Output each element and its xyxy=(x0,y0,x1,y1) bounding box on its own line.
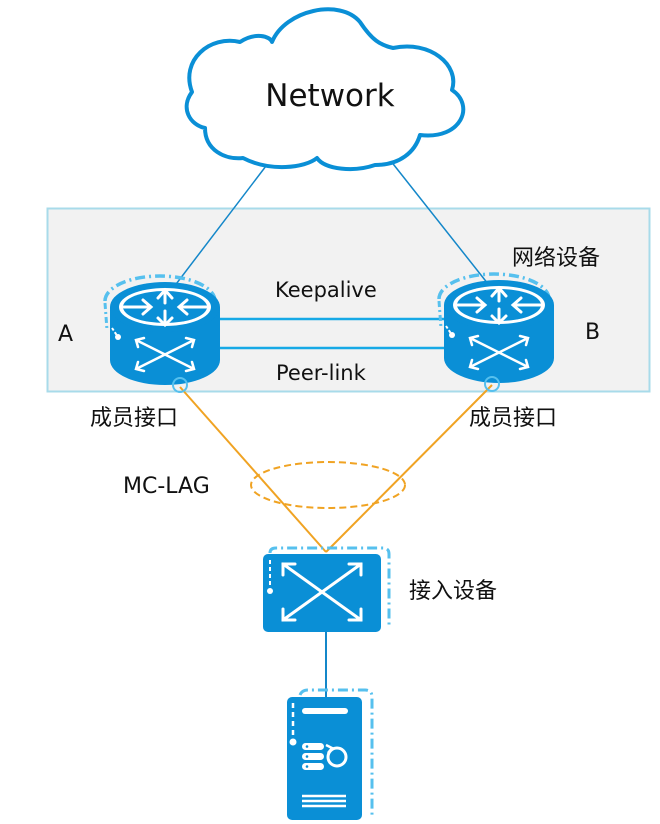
keepalive-label: Keepalive xyxy=(275,278,377,302)
mclag-bundle-ellipse xyxy=(250,461,406,509)
uplink-b xyxy=(389,159,497,295)
router-a xyxy=(103,274,220,385)
device-group-label: 网络设备 xyxy=(512,246,601,271)
member-port-a[interactable] xyxy=(172,377,188,393)
cloud-label: Network xyxy=(265,78,395,114)
mclag-label: MC-LAG xyxy=(123,474,210,499)
member-port-b-label: 成员接口 xyxy=(469,406,558,431)
cloud-icon xyxy=(184,7,466,171)
member-port-b[interactable] xyxy=(484,376,500,392)
member-port-a-label: 成员接口 xyxy=(90,406,179,431)
access-switch xyxy=(263,546,391,632)
mclag-link-b xyxy=(325,384,493,553)
device-a-label: A xyxy=(58,322,74,347)
server-icon xyxy=(287,688,374,820)
peer-link-label: Peer-link xyxy=(276,361,366,385)
uplink-a xyxy=(166,165,267,297)
mclag-link-a xyxy=(179,386,327,553)
router-b xyxy=(437,272,554,383)
device-b-label: B xyxy=(585,320,601,345)
access-device-label: 接入设备 xyxy=(409,579,498,604)
